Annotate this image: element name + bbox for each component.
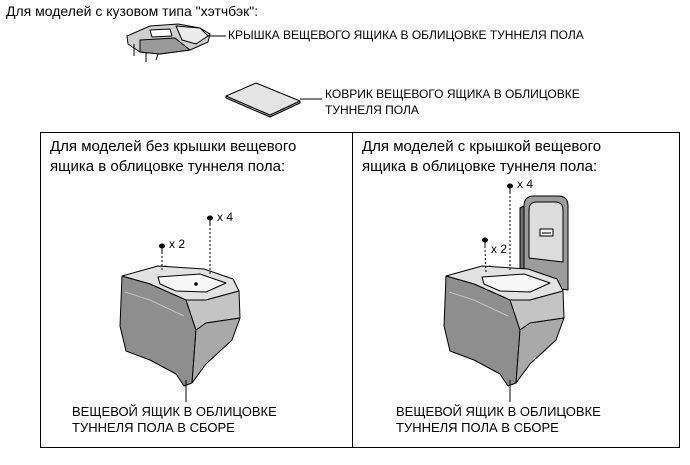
console-body <box>443 265 565 387</box>
console-lower-front-face <box>191 317 241 384</box>
console-side-highlight <box>448 291 509 317</box>
console-tray-hole <box>194 282 198 286</box>
console-assembly-without-lid <box>119 215 241 402</box>
variants-frame <box>40 132 680 448</box>
cover-legs <box>133 44 159 62</box>
assembly-label-line2: ТУННЕЛЯ ПОЛА В СБОРЕ <box>72 420 235 435</box>
console-lower-front-face <box>515 317 565 384</box>
screw-icon <box>507 183 513 270</box>
screw-quantity-upper: x 4 <box>517 177 534 191</box>
screw-quantity-lower: x 2 <box>169 237 186 251</box>
mat-label-line2: ТУННЕЛЯ ПОЛА <box>325 103 419 117</box>
console-top-tray <box>481 273 551 293</box>
screw-quantity-upper: x 4 <box>217 210 234 224</box>
assembly-label-line2: ТУННЕЛЯ ПОЛА В СБОРЕ <box>396 420 559 435</box>
assembly-label-line1: ВЕЩЕВОЙ ЯЩИК В ОБЛИЦОВКЕ <box>396 404 601 419</box>
hatchback-note: Для моделей с кузовом типа "хэтчбэк": <box>6 3 259 19</box>
console-assembly-with-lid <box>443 183 569 402</box>
armrest-lid <box>519 195 569 291</box>
console-left-side-face <box>443 275 521 387</box>
panel-heading-line1: Для моделей без крышки вещевого <box>50 138 297 155</box>
cover-front-face <box>139 37 191 55</box>
console-side-highlight <box>124 291 185 317</box>
console-box-mat-drawing <box>225 82 322 118</box>
console-left-side-face <box>119 275 197 387</box>
cover-raised-block <box>175 25 209 45</box>
screw-icon <box>482 237 488 273</box>
assembly-label-line1: ВЕЩЕВОЙ ЯЩИК В ОБЛИЦОВКЕ <box>72 404 277 419</box>
cover-label: КРЫШКА ВЕЩЕВОГО ЯЩИКА В ОБЛИЦОВКЕ ТУННЕЛ… <box>228 28 584 42</box>
mat-label-line1: КОВРИК ВЕЩЕВОГО ЯЩИКА В ОБЛИЦОВКЕ <box>325 87 580 101</box>
screw-quantity-lower: x 2 <box>491 242 508 256</box>
cover-cavity <box>149 28 173 38</box>
panel-heading-line2: ящика в облицовке туннеля пола: <box>50 158 286 175</box>
console-top-tray <box>157 273 227 293</box>
mat-surface <box>225 82 301 116</box>
screw-icon <box>207 215 213 276</box>
console-box-cover-drawing <box>126 23 226 62</box>
panel-heading-line1: Для моделей с крышкой вещевого <box>362 138 602 155</box>
screw-icon <box>159 243 165 272</box>
panel-heading-line2: ящика в облицовке туннеля пола: <box>362 158 598 175</box>
